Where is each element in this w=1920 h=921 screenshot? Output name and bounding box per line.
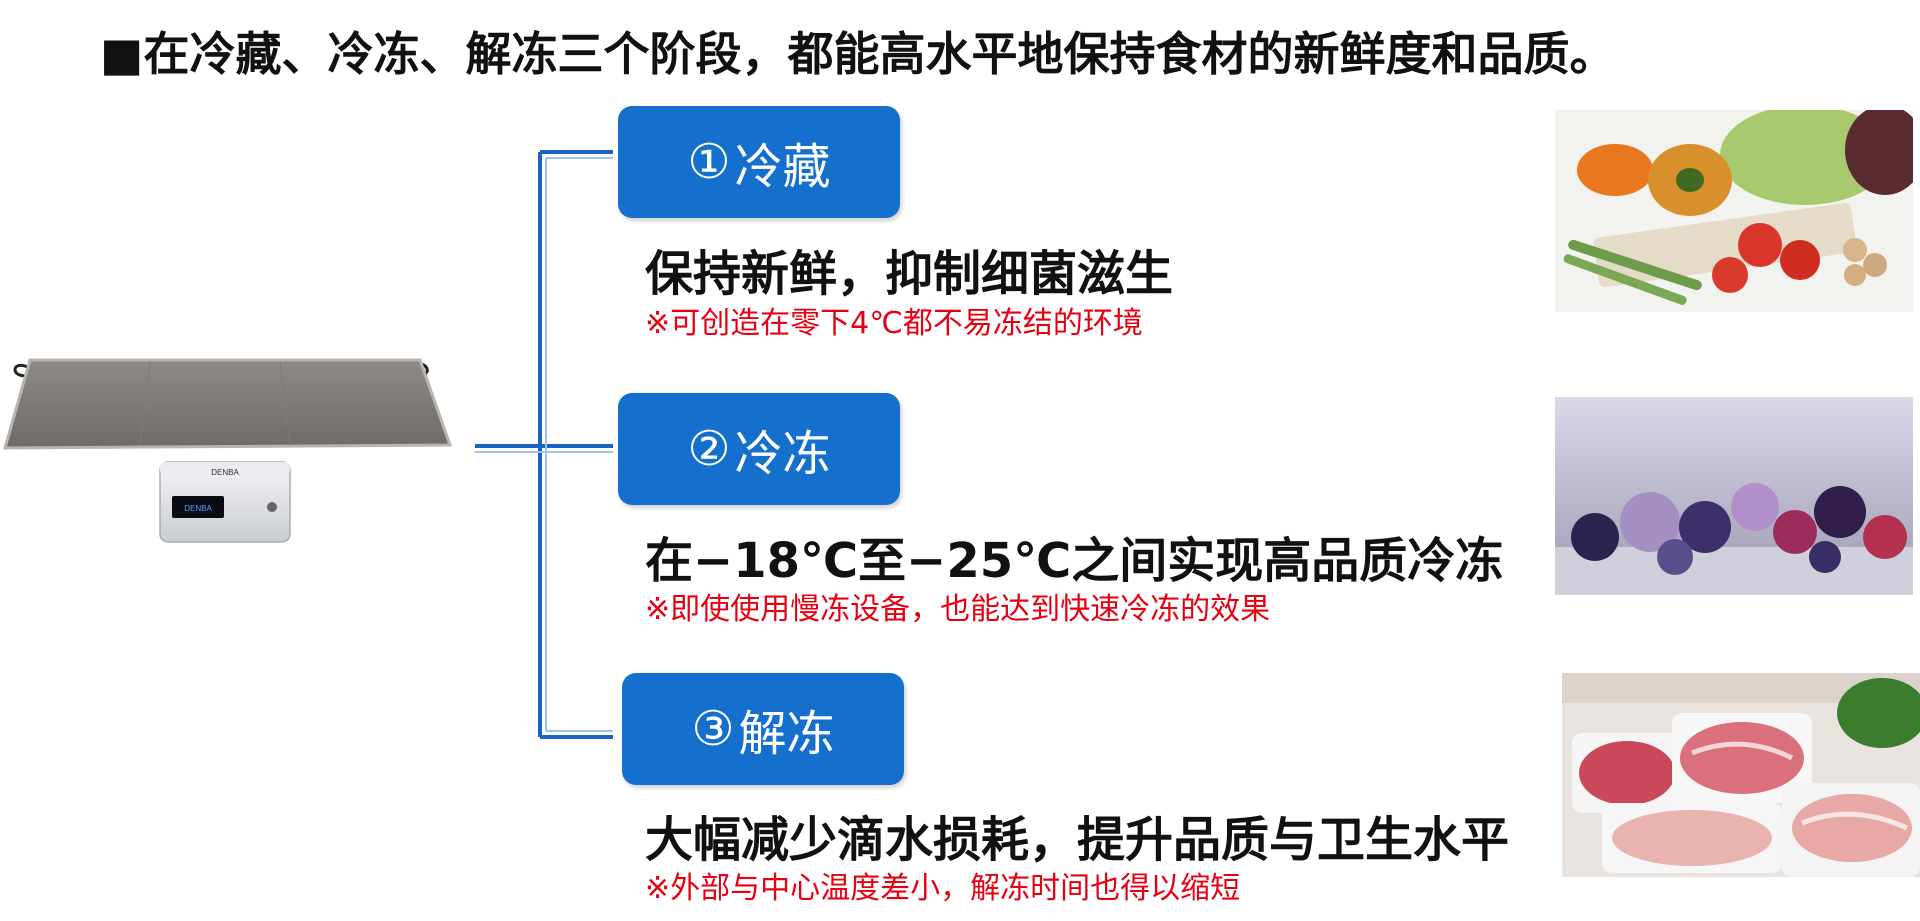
- raw-meat-photo: [1562, 673, 1920, 877]
- headline-bullet: ■: [100, 27, 144, 81]
- stage-number: ③: [691, 701, 735, 757]
- stage-number: ①: [687, 134, 731, 190]
- page-title: ■在冷藏、冷冻、解冻三个阶段，都能高水平地保持食材的新鲜度和品质。: [100, 18, 1615, 84]
- stage-note: ※即使使用慢冻设备，也能达到快速冷冻的效果: [645, 592, 1271, 627]
- vegetables-photo: [1555, 110, 1913, 312]
- device-brand-label: DENBA: [211, 468, 239, 477]
- controller-knob: [267, 502, 277, 512]
- stage-description: 保持新鲜，抑制细菌滋生: [645, 246, 1174, 302]
- connector-lines: [475, 150, 613, 739]
- stage-note: ※可创造在零下4℃都不易冻结的环境: [645, 306, 1143, 341]
- stage-description: 在−18℃至−25℃之间实现高品质冷冻: [645, 533, 1504, 589]
- controller-display: [172, 496, 224, 518]
- stage-note: ※外部与中心温度差小，解冻时间也得以缩短: [645, 871, 1241, 906]
- stage-number: ②: [687, 421, 731, 477]
- denba-device-image: DENBA DENBA: [3, 358, 453, 543]
- device-screen-text: DENBA: [184, 504, 212, 513]
- stage-label: 解冻: [738, 706, 835, 762]
- headline-text: 在冷藏、冷冻、解冻三个阶段，都能高水平地保持食材的新鲜度和品质。: [143, 27, 1616, 81]
- heating-mat: [3, 358, 453, 450]
- stage-label: 冷藏: [734, 139, 831, 195]
- frozen-berries-photo: [1555, 397, 1913, 595]
- stage-description: 大幅减少滴水损耗，提升品质与卫生水平: [645, 812, 1510, 868]
- stage-label: 冷冻: [734, 426, 831, 482]
